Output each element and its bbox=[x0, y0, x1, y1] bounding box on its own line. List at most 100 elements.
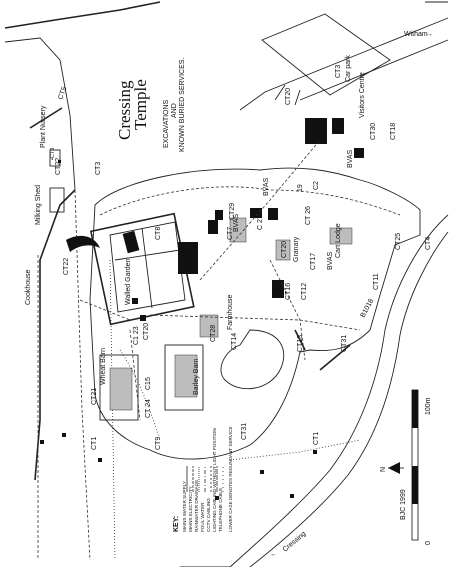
label-ct26: CT 26 bbox=[305, 206, 312, 225]
label-ct11: CT11 bbox=[373, 273, 380, 290]
barley-barn-outline bbox=[164, 344, 204, 411]
label-ct20b: CT20 bbox=[281, 241, 288, 258]
building-walled-garden-north bbox=[122, 230, 140, 254]
label-plant-nursery: Plant Nursery bbox=[40, 105, 47, 148]
road-witham bbox=[239, 1, 449, 111]
car-park-boundary bbox=[261, 13, 391, 96]
key-swatches bbox=[186, 466, 224, 492]
label-c2: C2 bbox=[313, 181, 320, 190]
building-grey-wheat-barn bbox=[109, 367, 133, 411]
building-ct26 bbox=[268, 208, 278, 220]
label-bvas-4: BVAS bbox=[327, 252, 334, 270]
marker-2 bbox=[98, 458, 102, 462]
service-line-5 bbox=[79, 299, 131, 321]
label-ct30: CT30 bbox=[370, 123, 377, 140]
label-granary: Granary bbox=[293, 236, 300, 262]
marker-5 bbox=[313, 450, 317, 454]
title-line-2: Temple bbox=[131, 79, 150, 130]
label-ct19: 19 bbox=[297, 184, 304, 192]
subtitle-line-1: EXCAVATIONS bbox=[163, 99, 170, 148]
building-ct27 bbox=[250, 208, 262, 218]
building-ct16 bbox=[272, 280, 284, 298]
label-ct17: CT17 bbox=[310, 253, 317, 270]
label-farmhouse: Farmhouse bbox=[227, 294, 234, 330]
scale-label-top: 100m bbox=[425, 397, 432, 415]
label-ct22a: CT22 bbox=[55, 158, 62, 175]
label-ct20c: CT20 bbox=[143, 323, 150, 340]
subtitle-line-2: AND bbox=[171, 103, 178, 118]
northern-lane-edge bbox=[4, 37, 76, 191]
title-line-1: Cressing bbox=[115, 80, 134, 140]
label-ct3: CT3 bbox=[95, 162, 102, 175]
label-bvas-3: BVAS bbox=[347, 150, 354, 168]
marker-3 bbox=[215, 496, 219, 500]
label-ct24: CT 24 bbox=[145, 399, 152, 418]
key-item-5: LIGHTING CABLING WITHOUT LIGHT POSITION bbox=[212, 428, 217, 532]
title-block: Cressing Temple bbox=[115, 79, 150, 140]
building-small-1 bbox=[140, 315, 146, 321]
north-label: N bbox=[380, 467, 387, 472]
label-ct4: CT4 bbox=[425, 237, 432, 250]
building-small-2 bbox=[132, 298, 138, 304]
walled-garden-path bbox=[114, 227, 181, 309]
label-ct25: CT25 bbox=[395, 233, 402, 250]
label-ct15: C15 bbox=[145, 377, 152, 390]
plant-nursery-marker bbox=[58, 160, 61, 163]
label-bvas-2: BVAS bbox=[263, 178, 270, 196]
label-ct13-nursery: •CT3 bbox=[50, 148, 56, 160]
label-ct31a: CT31 bbox=[341, 335, 348, 352]
key-item-2: RAINWATER DRAINAGE bbox=[194, 480, 199, 532]
north-arrow-icon bbox=[388, 462, 404, 474]
building-grey-cart-lodge bbox=[329, 227, 353, 245]
label-cart-lodge: Cart Lodge bbox=[335, 223, 342, 258]
building-visitors-centre-2 bbox=[332, 118, 344, 134]
label-car-park-code: CT3 bbox=[335, 65, 342, 78]
label-walled-garden: Walled Garden bbox=[125, 258, 132, 305]
label-ct29: CT29 bbox=[229, 203, 236, 220]
label-cookhouse: Cookhouse bbox=[25, 269, 32, 305]
label-ct5: CT5 bbox=[57, 86, 68, 101]
arrow-witham-icon: → bbox=[426, 31, 433, 38]
label-ct1b: CT1 bbox=[313, 432, 320, 445]
walled-garden-inner bbox=[109, 221, 186, 313]
label-ct20a: CT20 bbox=[285, 88, 292, 105]
building-grey-barley-barn bbox=[174, 354, 198, 398]
key-item-3: FOUL WATER bbox=[200, 502, 205, 532]
label-ct27: C 27 bbox=[257, 215, 264, 230]
label-wheat-barn: Wheat Barn bbox=[100, 348, 107, 385]
service-line-4 bbox=[199, 139, 321, 281]
marker-6 bbox=[260, 470, 264, 474]
key-item-4: CCTV CABLING bbox=[206, 498, 211, 532]
cookhouse-crescent bbox=[66, 235, 100, 252]
building-grey-granary bbox=[275, 239, 291, 261]
site-outline bbox=[89, 167, 421, 460]
label-car-park: Car park bbox=[345, 55, 352, 82]
car-park-access bbox=[274, 84, 301, 106]
label-barley-barn: Barley Barn bbox=[193, 358, 200, 395]
marker-7 bbox=[40, 440, 44, 444]
key-block: KEY: MAINS WATER SUPPLY MAINS ELECTRICIT… bbox=[173, 426, 233, 532]
label-ct8: CT8 bbox=[155, 227, 162, 240]
label-ct7: CT7 bbox=[227, 227, 234, 240]
label-witham: Witham bbox=[404, 31, 428, 38]
trench-ct13 bbox=[294, 329, 306, 351]
label-ct9: CT9 bbox=[155, 437, 162, 450]
label-ct18: CT18 bbox=[390, 123, 397, 140]
road-b1018 bbox=[229, 214, 449, 567]
building-ct29 bbox=[215, 210, 223, 220]
northern-lane bbox=[4, 1, 161, 29]
wheat-barn-outline bbox=[99, 354, 139, 421]
key-item-0: MAINS WATER SUPPLY bbox=[182, 481, 187, 532]
label-ct31b: CT31 bbox=[241, 423, 248, 440]
label-ct21: CT21 bbox=[91, 388, 98, 405]
label-ct14: CT14 bbox=[231, 333, 238, 350]
service-line-3 bbox=[129, 329, 141, 421]
label-ct12: CT12 bbox=[301, 283, 308, 300]
building-walled-garden-south bbox=[178, 242, 198, 274]
label-ct16: CT16 bbox=[285, 283, 292, 300]
subtitle-block: EXCAVATIONS AND KNOWN BURIED SERVICES. bbox=[163, 58, 186, 152]
scale-label-bottom: 0 bbox=[425, 541, 432, 545]
label-ct13: CT13 bbox=[297, 335, 304, 352]
